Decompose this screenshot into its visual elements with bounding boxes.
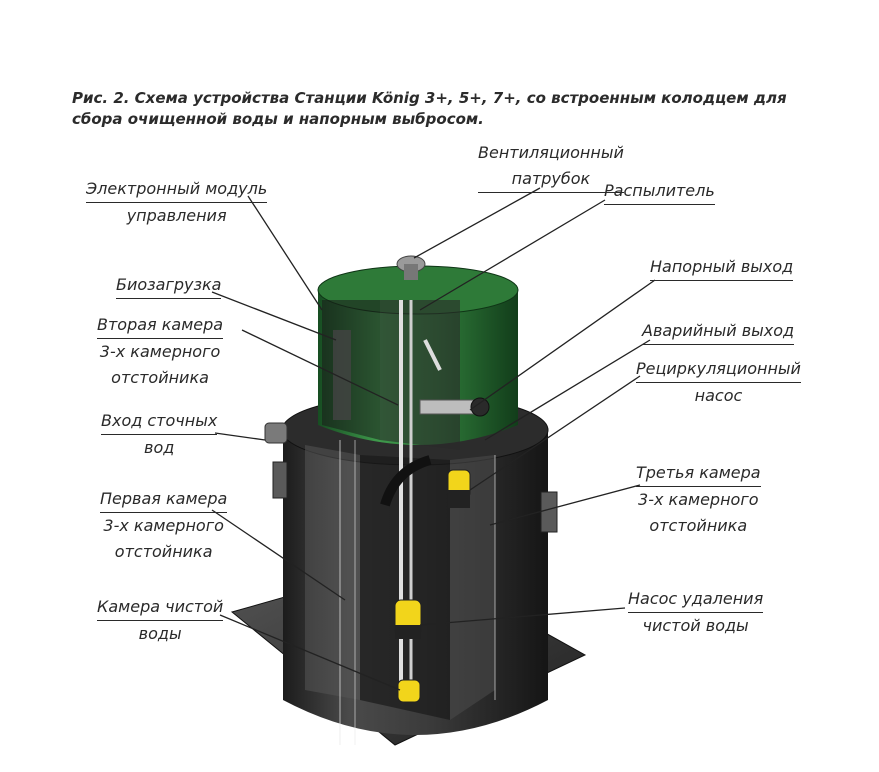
label-clean-line1: Камера чистой — [97, 594, 224, 621]
label-second-line3: отстойника — [111, 368, 209, 387]
label-pressure-line1: Напорный выход — [650, 254, 794, 281]
label-first-chamber: Первая камера 3-х камерного отстойника — [100, 486, 228, 565]
label-third-line3: отстойника — [649, 516, 748, 535]
label-vent-line1: Вентиляционный — [478, 143, 624, 162]
label-sprayer: Распылитель — [604, 178, 715, 205]
recirc-pump — [447, 469, 471, 508]
hose — [380, 455, 432, 507]
label-first-line2: 3-х камерного — [103, 516, 224, 535]
inlet-pipe — [264, 422, 288, 444]
label-third-chamber: Третья камера 3-х камерного отстойника — [636, 460, 761, 539]
clean-water-pump — [394, 599, 422, 639]
label-recirc-line1: Рециркуляционный — [636, 356, 801, 383]
label-vent-pipe: Вентиляционный патрубок — [478, 140, 624, 193]
label-module-line1: Электронный модуль — [86, 176, 268, 203]
label-clean-line2: воды — [138, 624, 182, 643]
label-inlet-line2: вод — [144, 438, 175, 457]
label-recirc-line2: насос — [694, 386, 743, 405]
label-emergency-outlet: Аварийный выход — [642, 318, 795, 345]
label-cleanpump-line2: чистой воды — [642, 616, 749, 635]
green-module — [317, 265, 519, 450]
left-bracket — [272, 461, 288, 499]
leader-lines — [211, 187, 656, 691]
right-bracket — [540, 491, 558, 533]
label-first-line1: Первая камера — [100, 486, 228, 513]
figure-caption: Рис. 2. Схема устройства Станции König 3… — [72, 89, 787, 128]
label-recirculation-pump: Рециркуляционный насос — [636, 356, 801, 409]
label-control-module: Электронный модуль управления — [86, 176, 268, 229]
label-sprayer-line1: Распылитель — [604, 178, 715, 205]
label-second-line1: Вторая камера — [97, 312, 224, 339]
label-inlet-line1: Вход сточных — [101, 408, 218, 435]
label-bioload: Биозагрузка — [116, 272, 222, 299]
label-second-chamber: Вторая камера 3-х камерного отстойника — [97, 312, 224, 391]
label-third-line2: 3-х камерного — [638, 490, 759, 509]
label-emergency-line1: Аварийный выход — [642, 318, 795, 345]
label-cleanpump-line1: Насос удаления — [628, 586, 764, 613]
label-first-line3: отстойника — [114, 542, 213, 561]
label-bioload-line1: Биозагрузка — [116, 272, 222, 299]
label-wastewater-inlet: Вход сточных вод — [101, 408, 218, 461]
bottom-pump — [397, 679, 421, 703]
tank-body — [281, 394, 549, 745]
label-third-line1: Третья камера — [636, 460, 761, 487]
label-clean-water-chamber: Камера чистой воды — [97, 594, 224, 647]
label-second-line2: 3-х камерного — [99, 342, 221, 361]
label-clean-water-pump: Насос удаления чистой воды — [628, 586, 764, 639]
label-module-line2: управления — [126, 206, 227, 225]
label-pressure-outlet: Напорный выход — [650, 254, 794, 281]
label-vent-line2: патрубок — [478, 166, 624, 193]
